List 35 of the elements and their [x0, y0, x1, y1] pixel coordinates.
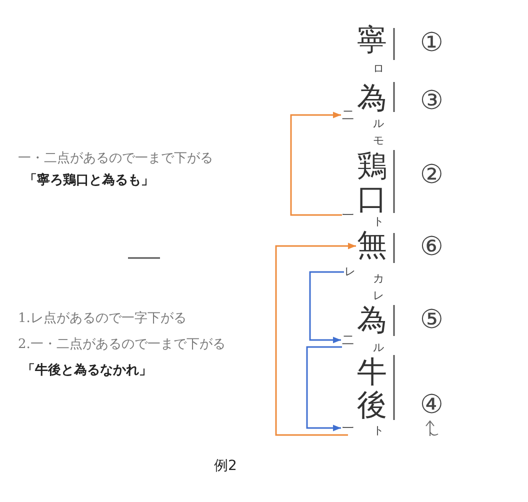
note-text: 1.レ点があるので一字下がる — [18, 310, 186, 328]
kaeriten-mark: 一 — [342, 208, 354, 222]
arrow — [275, 242, 356, 436]
okurigana: ト — [373, 424, 384, 438]
okurigana: ロ — [373, 62, 384, 76]
arrow — [309, 271, 344, 344]
kanji-characters: 鶏口 — [357, 150, 387, 216]
okurigana: ト — [373, 215, 384, 229]
kanji-character: 為 — [357, 84, 387, 114]
order-number: ⑤ — [420, 305, 443, 335]
arrow — [290, 112, 342, 216]
order-number: ② — [420, 160, 443, 190]
okurigana: ル — [373, 117, 384, 131]
kaeriten-mark: 一 — [342, 421, 354, 435]
kanji-character: 為 — [357, 306, 387, 336]
order-number: ③ — [420, 86, 443, 116]
reading-text: 「寧ろ鶏口と為るも」 — [24, 172, 154, 190]
kanji-character: 寧 — [357, 26, 387, 56]
order-number: ⑥ — [420, 232, 443, 262]
caption: 例2 — [214, 457, 237, 476]
okurigana: ル — [373, 341, 384, 355]
order-number: ① — [420, 28, 443, 58]
okurigana: モ — [373, 134, 384, 148]
okurigana: カ — [373, 272, 384, 286]
kaeriten-mark: 二 — [342, 333, 354, 347]
kaeriten-mark: レ — [344, 265, 356, 279]
order-number: ④ — [420, 390, 443, 420]
kaeriten-mark: 無 — [357, 231, 387, 261]
arrow — [306, 346, 342, 432]
okurigana: レ — [373, 289, 384, 303]
note-text: 一・二点があるので一まで下がる — [18, 150, 213, 168]
kaeriten-mark: 二 — [342, 108, 354, 122]
note-text: 2.一・二点があるので一まで下がる — [18, 336, 226, 354]
reading-text: 「牛後と為るなかれ」 — [22, 362, 152, 380]
kanji-characters: 牛後 — [357, 356, 387, 422]
